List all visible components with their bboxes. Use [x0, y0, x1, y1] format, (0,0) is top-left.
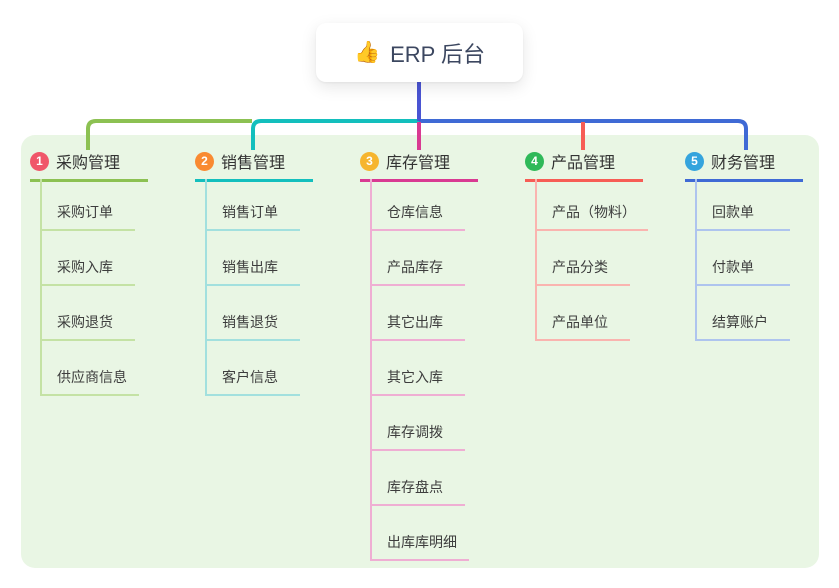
child-node[interactable]: 结算账户: [695, 313, 790, 341]
child-node[interactable]: 其它出库: [370, 313, 465, 341]
branch-node-product[interactable]: 4 产品管理: [525, 149, 643, 182]
child-node[interactable]: 仓库信息: [370, 203, 465, 231]
background-panel: [21, 135, 819, 568]
branch-spine: [370, 179, 372, 561]
branch-node-purchase[interactable]: 1 采购管理: [30, 149, 148, 182]
branch-label: 产品管理: [551, 155, 616, 172]
child-node[interactable]: 出库库明细: [370, 533, 469, 561]
branch-label: 销售管理: [221, 155, 286, 172]
child-node[interactable]: 库存调拨: [370, 423, 465, 451]
branch-node-sales[interactable]: 2 销售管理: [195, 149, 313, 182]
child-node[interactable]: 采购入库: [40, 258, 135, 286]
child-node[interactable]: 回款单: [695, 203, 790, 231]
child-node[interactable]: 产品（物料）: [535, 203, 648, 231]
root-node-label: ERP 后台: [390, 41, 486, 67]
branch-node-inventory[interactable]: 3 库存管理: [360, 149, 478, 182]
branch-label: 库存管理: [386, 155, 451, 172]
branch-spine: [535, 179, 537, 341]
child-node[interactable]: 产品单位: [535, 313, 630, 341]
child-node[interactable]: 销售出库: [205, 258, 300, 286]
root-node[interactable]: 👍 ERP 后台: [316, 23, 523, 82]
child-node[interactable]: 产品分类: [535, 258, 630, 286]
child-node[interactable]: 销售退货: [205, 313, 300, 341]
branch-badge: 5: [685, 151, 704, 171]
child-node[interactable]: 库存盘点: [370, 478, 465, 506]
branch-spine: [40, 179, 42, 396]
branch-spine: [695, 179, 697, 341]
branch-badge: 4: [525, 151, 544, 171]
branch-badge: 2: [195, 151, 214, 171]
child-node[interactable]: 其它入库: [370, 368, 465, 396]
child-node[interactable]: 客户信息: [205, 368, 300, 396]
thumbs-up-icon: 👍: [353, 41, 381, 64]
branch-label: 采购管理: [56, 155, 121, 172]
child-node[interactable]: 销售订单: [205, 203, 300, 231]
branch-badge: 3: [360, 151, 379, 171]
child-node[interactable]: 采购订单: [40, 203, 135, 231]
branch-badge: 1: [30, 151, 49, 171]
child-node[interactable]: 付款单: [695, 258, 790, 286]
child-node[interactable]: 产品库存: [370, 258, 465, 286]
branch-spine: [205, 179, 207, 396]
branch-label: 财务管理: [711, 155, 776, 172]
child-node[interactable]: 供应商信息: [40, 368, 139, 396]
child-node[interactable]: 采购退货: [40, 313, 135, 341]
branch-node-finance[interactable]: 5 财务管理: [685, 149, 803, 182]
